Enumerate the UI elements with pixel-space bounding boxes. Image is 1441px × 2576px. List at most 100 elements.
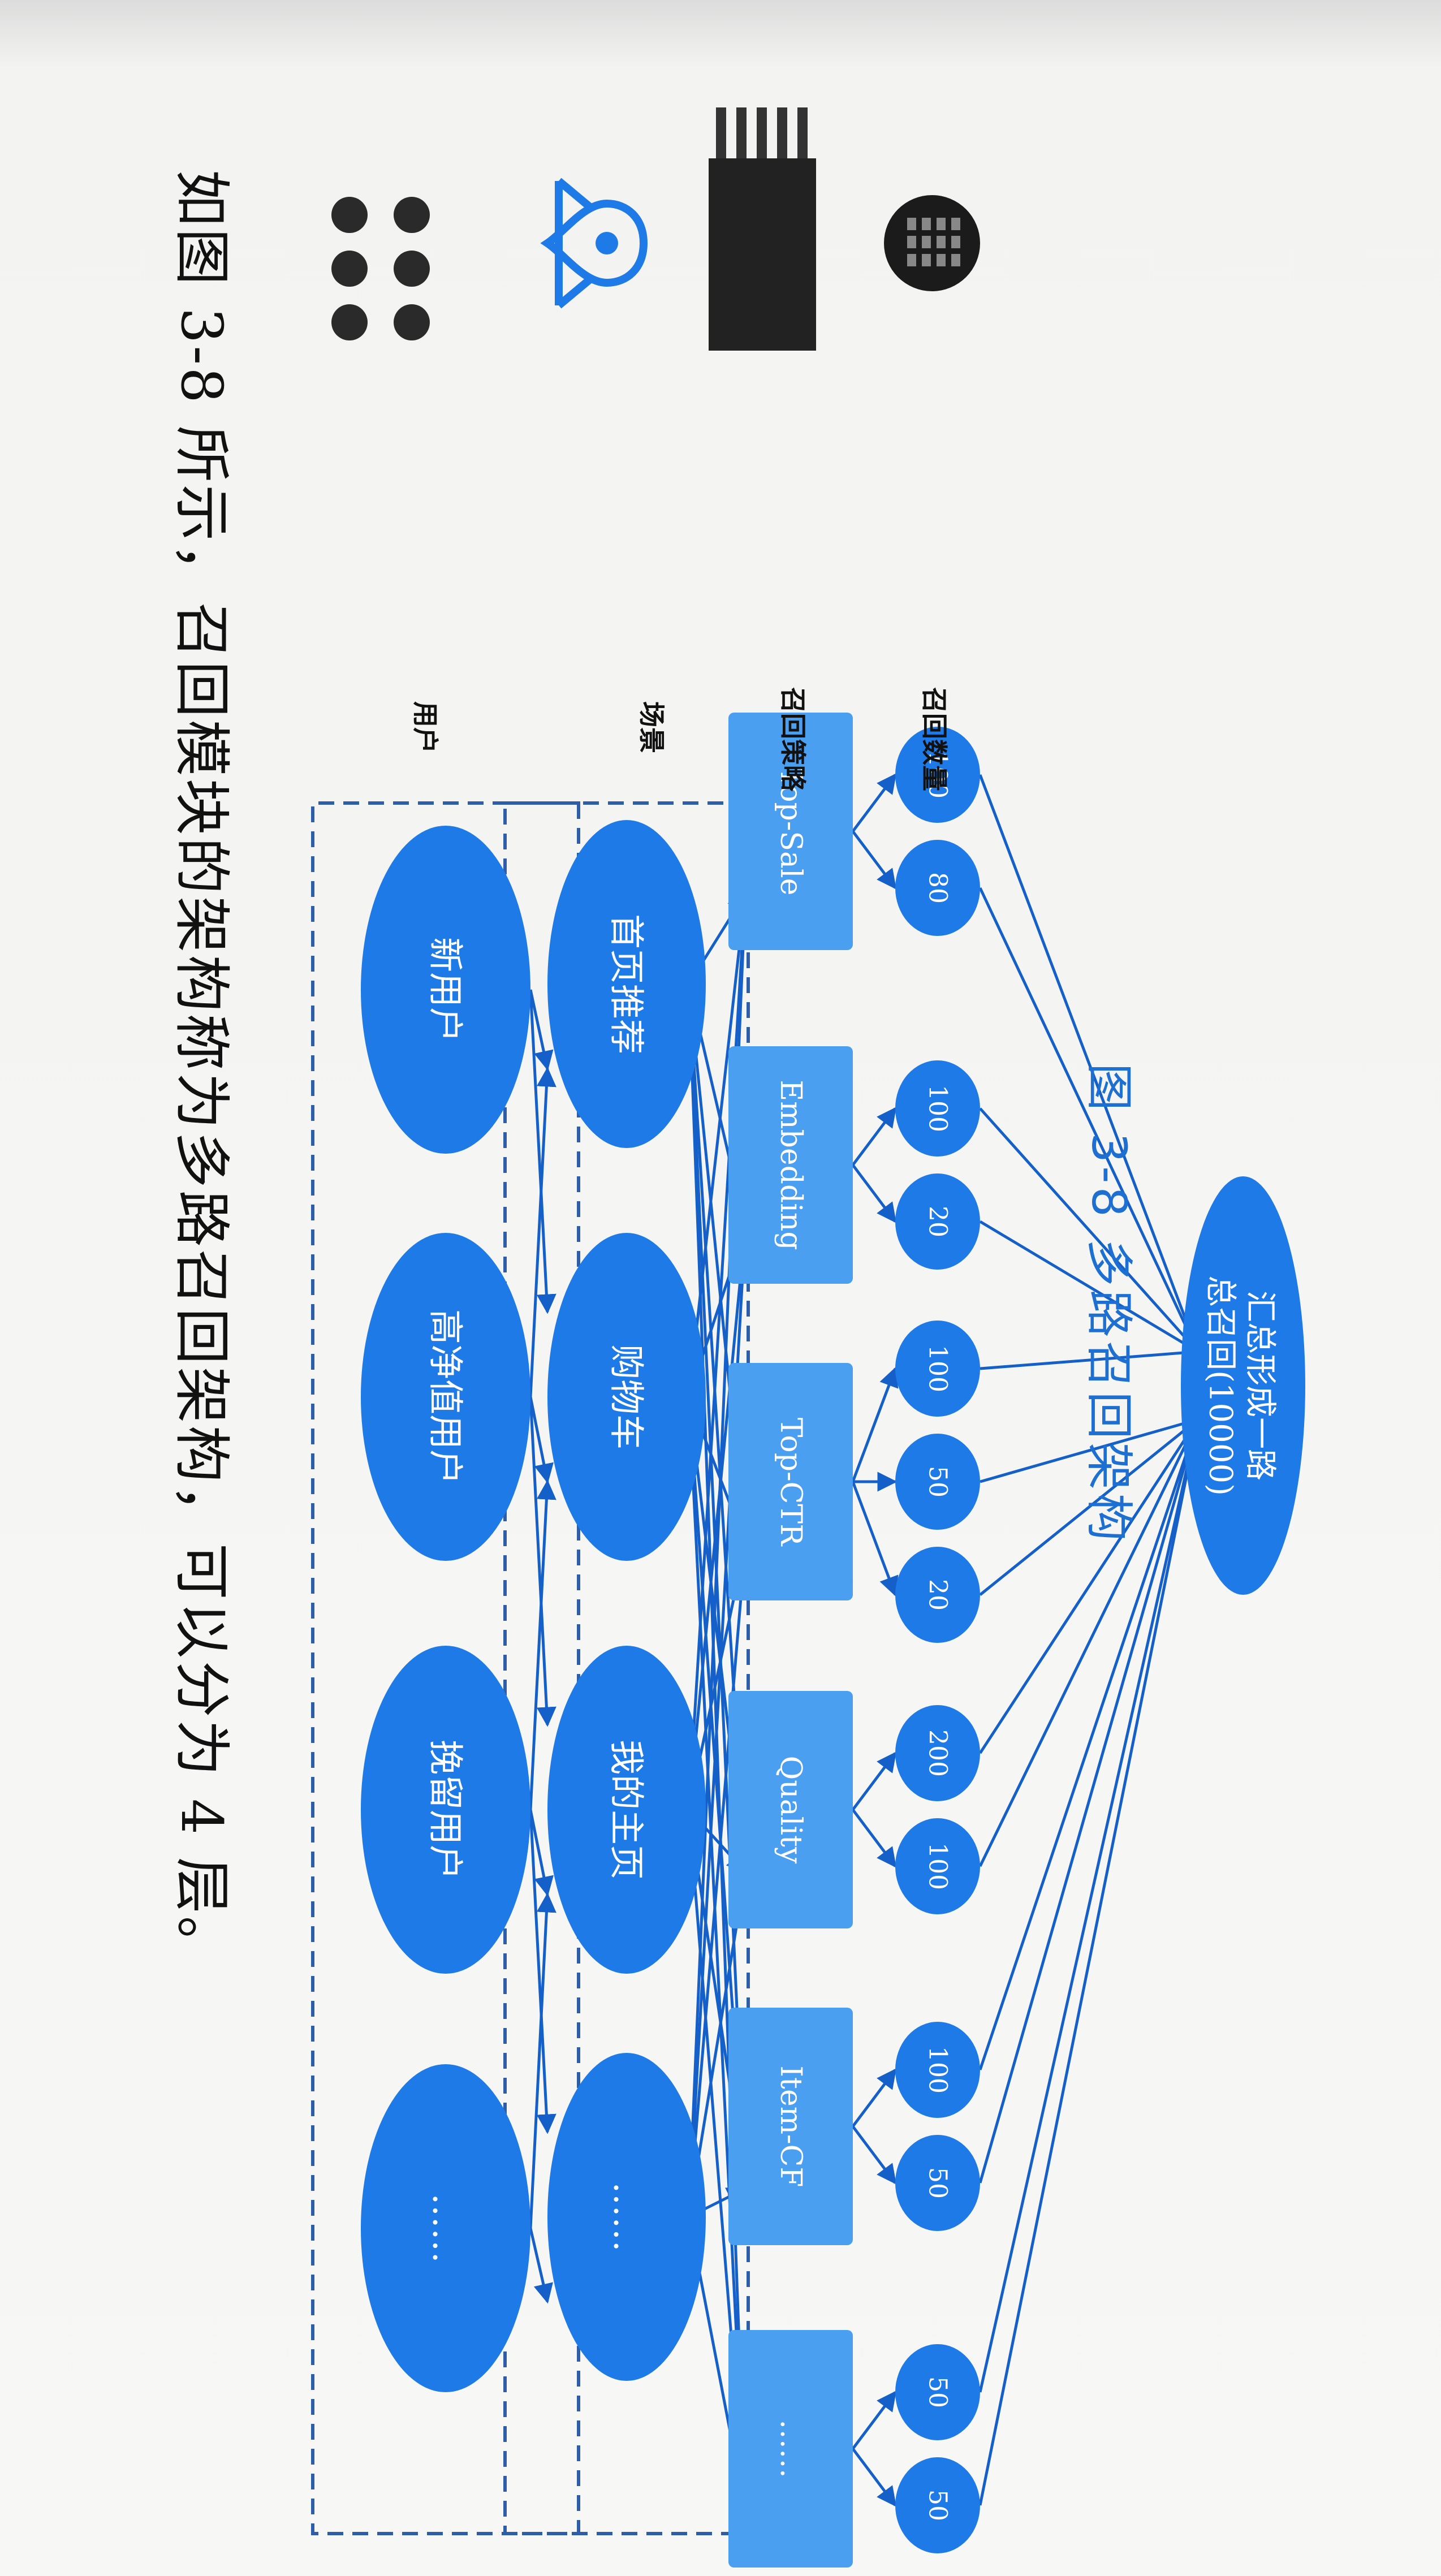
scene-strategy-link [687, 891, 753, 1397]
calculator-key [922, 254, 931, 266]
chip-pin [716, 107, 726, 158]
strategy-box-2 [728, 1046, 853, 1284]
strategy-label-2: Embedding [774, 1080, 808, 1250]
strategy-label-4: Quality [774, 1756, 808, 1864]
users-icon [331, 197, 430, 340]
strategy-count-link [852, 1809, 897, 1868]
pin-base [555, 178, 596, 309]
calculator-key [937, 236, 946, 248]
count-node [895, 1705, 980, 1801]
count-label: 100 [924, 1345, 952, 1392]
count-node [895, 2344, 980, 2440]
scene-strategy-link [687, 1225, 754, 1810]
user-scene-link [529, 1479, 556, 1810]
strategy-count-link [852, 1164, 897, 1223]
count-node [895, 1818, 980, 1914]
count-summary-link [978, 1418, 1200, 1867]
summary-line-1: 汇总形成一路 [1242, 1291, 1279, 1481]
scenes-group-box [503, 801, 750, 2535]
count-label: 20 [924, 1206, 952, 1237]
strategy-count-link [851, 1366, 899, 1482]
user-head [331, 304, 368, 340]
count-label: 100 [924, 2046, 952, 2094]
calculator-key [922, 218, 931, 230]
count-node [895, 727, 980, 823]
user-head [331, 197, 368, 233]
count-node [895, 1321, 980, 1417]
calculator-key [951, 218, 960, 230]
strategy-label-5: Item-CF [774, 2066, 808, 2187]
calculator-key [922, 236, 931, 248]
scene-node-2 [547, 1233, 706, 1561]
user-node-2 [361, 1233, 530, 1561]
user-head [394, 304, 430, 340]
scene-strategy-link [687, 983, 755, 2191]
user-scene-link [529, 1809, 556, 2134]
count-node [895, 1173, 980, 1270]
count-label: 80 [924, 872, 952, 904]
user-scene-link [529, 1892, 556, 2229]
count-label: 50 [924, 1466, 952, 1498]
count-node [895, 1434, 980, 1530]
count-label: 100 [924, 1843, 952, 1890]
strategy-count-link [852, 2448, 897, 2507]
strategy-count-link [851, 1481, 899, 1597]
count-summary-link [978, 1419, 1200, 2184]
scene-strategy-link [687, 983, 755, 2513]
count-summary-link [978, 887, 1200, 1353]
count-summary-link [980, 1350, 1198, 1370]
user-scene-link [529, 2228, 553, 2304]
user-scene-link [529, 989, 556, 1314]
calculator-key [907, 218, 916, 230]
users-group-box [311, 801, 580, 2535]
count-label: 50 [924, 2376, 952, 2408]
strategy-count-link [852, 2068, 897, 2128]
label-count: 召回数量 [919, 687, 950, 791]
strategy-label-6: …… [774, 2419, 808, 2478]
scene-node-2-label: 购物车 [606, 1344, 648, 1449]
count-label: 200 [924, 1729, 952, 1777]
chip-pin [777, 107, 787, 158]
count-node [895, 2022, 980, 2118]
count-summary-link [978, 1419, 1200, 2070]
user-head [331, 251, 368, 287]
user-node-2-label: 高净值用户 [425, 1309, 467, 1485]
chip-body [709, 158, 816, 351]
calculator-key [951, 254, 960, 266]
user-head [394, 197, 430, 233]
calculator-key [937, 254, 946, 266]
summary-line-2: 总召回(10000) [1202, 1275, 1239, 1496]
strategy-box-1 [728, 713, 853, 950]
calculator-icon [884, 195, 980, 291]
calculator-key [951, 236, 960, 248]
strategy-count-link [852, 2125, 897, 2185]
pin-dot [596, 232, 618, 254]
count-node [895, 1547, 980, 1643]
chip-pin [757, 107, 767, 158]
user-node-3 [361, 1646, 530, 1974]
calculator-key [907, 254, 916, 266]
strategy-count-link [852, 830, 897, 890]
count-summary-link [978, 1418, 1200, 1754]
chip-pin [736, 107, 747, 158]
strategy-box-3 [728, 1363, 853, 1600]
strategy-box-5 [728, 2008, 853, 2245]
count-label: 50 [924, 2489, 952, 2521]
scene-node-1 [547, 820, 706, 1148]
scene-strategy-link [687, 1396, 754, 2513]
pin-shape [540, 199, 648, 287]
calculator-bg [884, 195, 980, 291]
label-scene: 场景 [636, 701, 667, 753]
user-scene-link [529, 1067, 556, 1397]
count-summary-link [978, 1419, 1200, 2393]
location-pin-icon [540, 178, 648, 309]
calculator-key [907, 236, 916, 248]
count-node [895, 1060, 980, 1157]
count-summary-link [979, 1220, 1199, 1353]
count-summary-link [979, 1418, 1199, 1596]
user-scene-link [529, 1396, 556, 1727]
figure-caption: 图 3-8 多路召回架构 [1081, 1063, 1137, 1544]
summary-node [1181, 1176, 1305, 1595]
